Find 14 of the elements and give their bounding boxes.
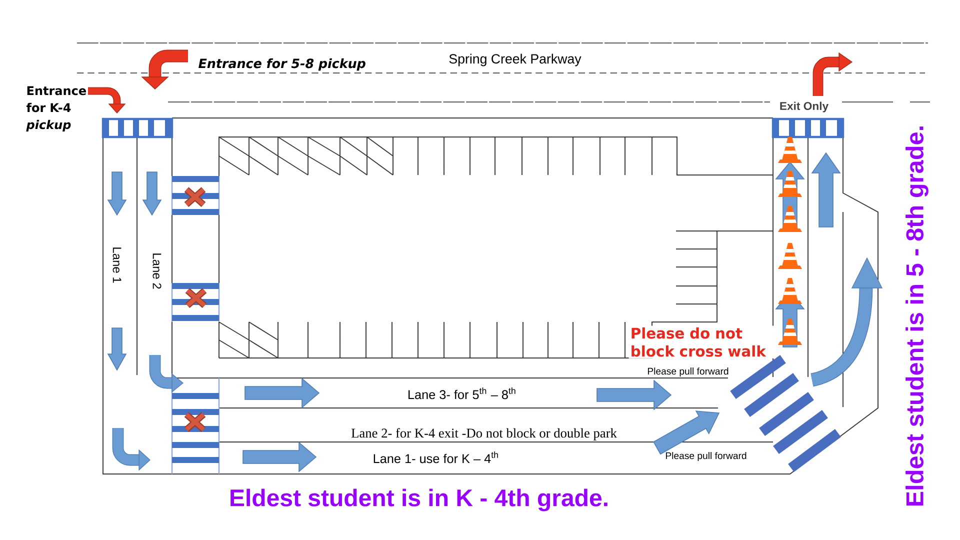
entrance-label: Entrance for K-4 pickup bbox=[26, 86, 86, 132]
instruction-text: Please pull forward bbox=[648, 368, 728, 376]
exit-label: Exit Only bbox=[780, 102, 829, 112]
lane-label: Lane 1 bbox=[112, 248, 122, 283]
road-name: Spring Creek Parkway bbox=[449, 54, 582, 66]
lane-label: Lane 3- for 5$^{th}$ – 8$^{th}$ bbox=[408, 388, 516, 400]
lane-label: Lane 2- for K-4 exit -Do not block or double park bbox=[351, 428, 617, 440]
warning-text: Please do not block cross walk bbox=[628, 326, 776, 358]
note-text: Eldest student is in 5 - 8th grade. bbox=[906, 126, 928, 506]
lane-label: Lane 2 bbox=[152, 254, 162, 289]
entrance-label: Entrance for 5-8 pickup bbox=[198, 58, 366, 71]
instruction-text: Please pull forward bbox=[666, 452, 746, 461]
lane-label: Lane 1- use for K – 4$^{th}$ bbox=[374, 452, 498, 464]
note-text: Eldest student is in K - 4th grade. bbox=[230, 488, 608, 512]
